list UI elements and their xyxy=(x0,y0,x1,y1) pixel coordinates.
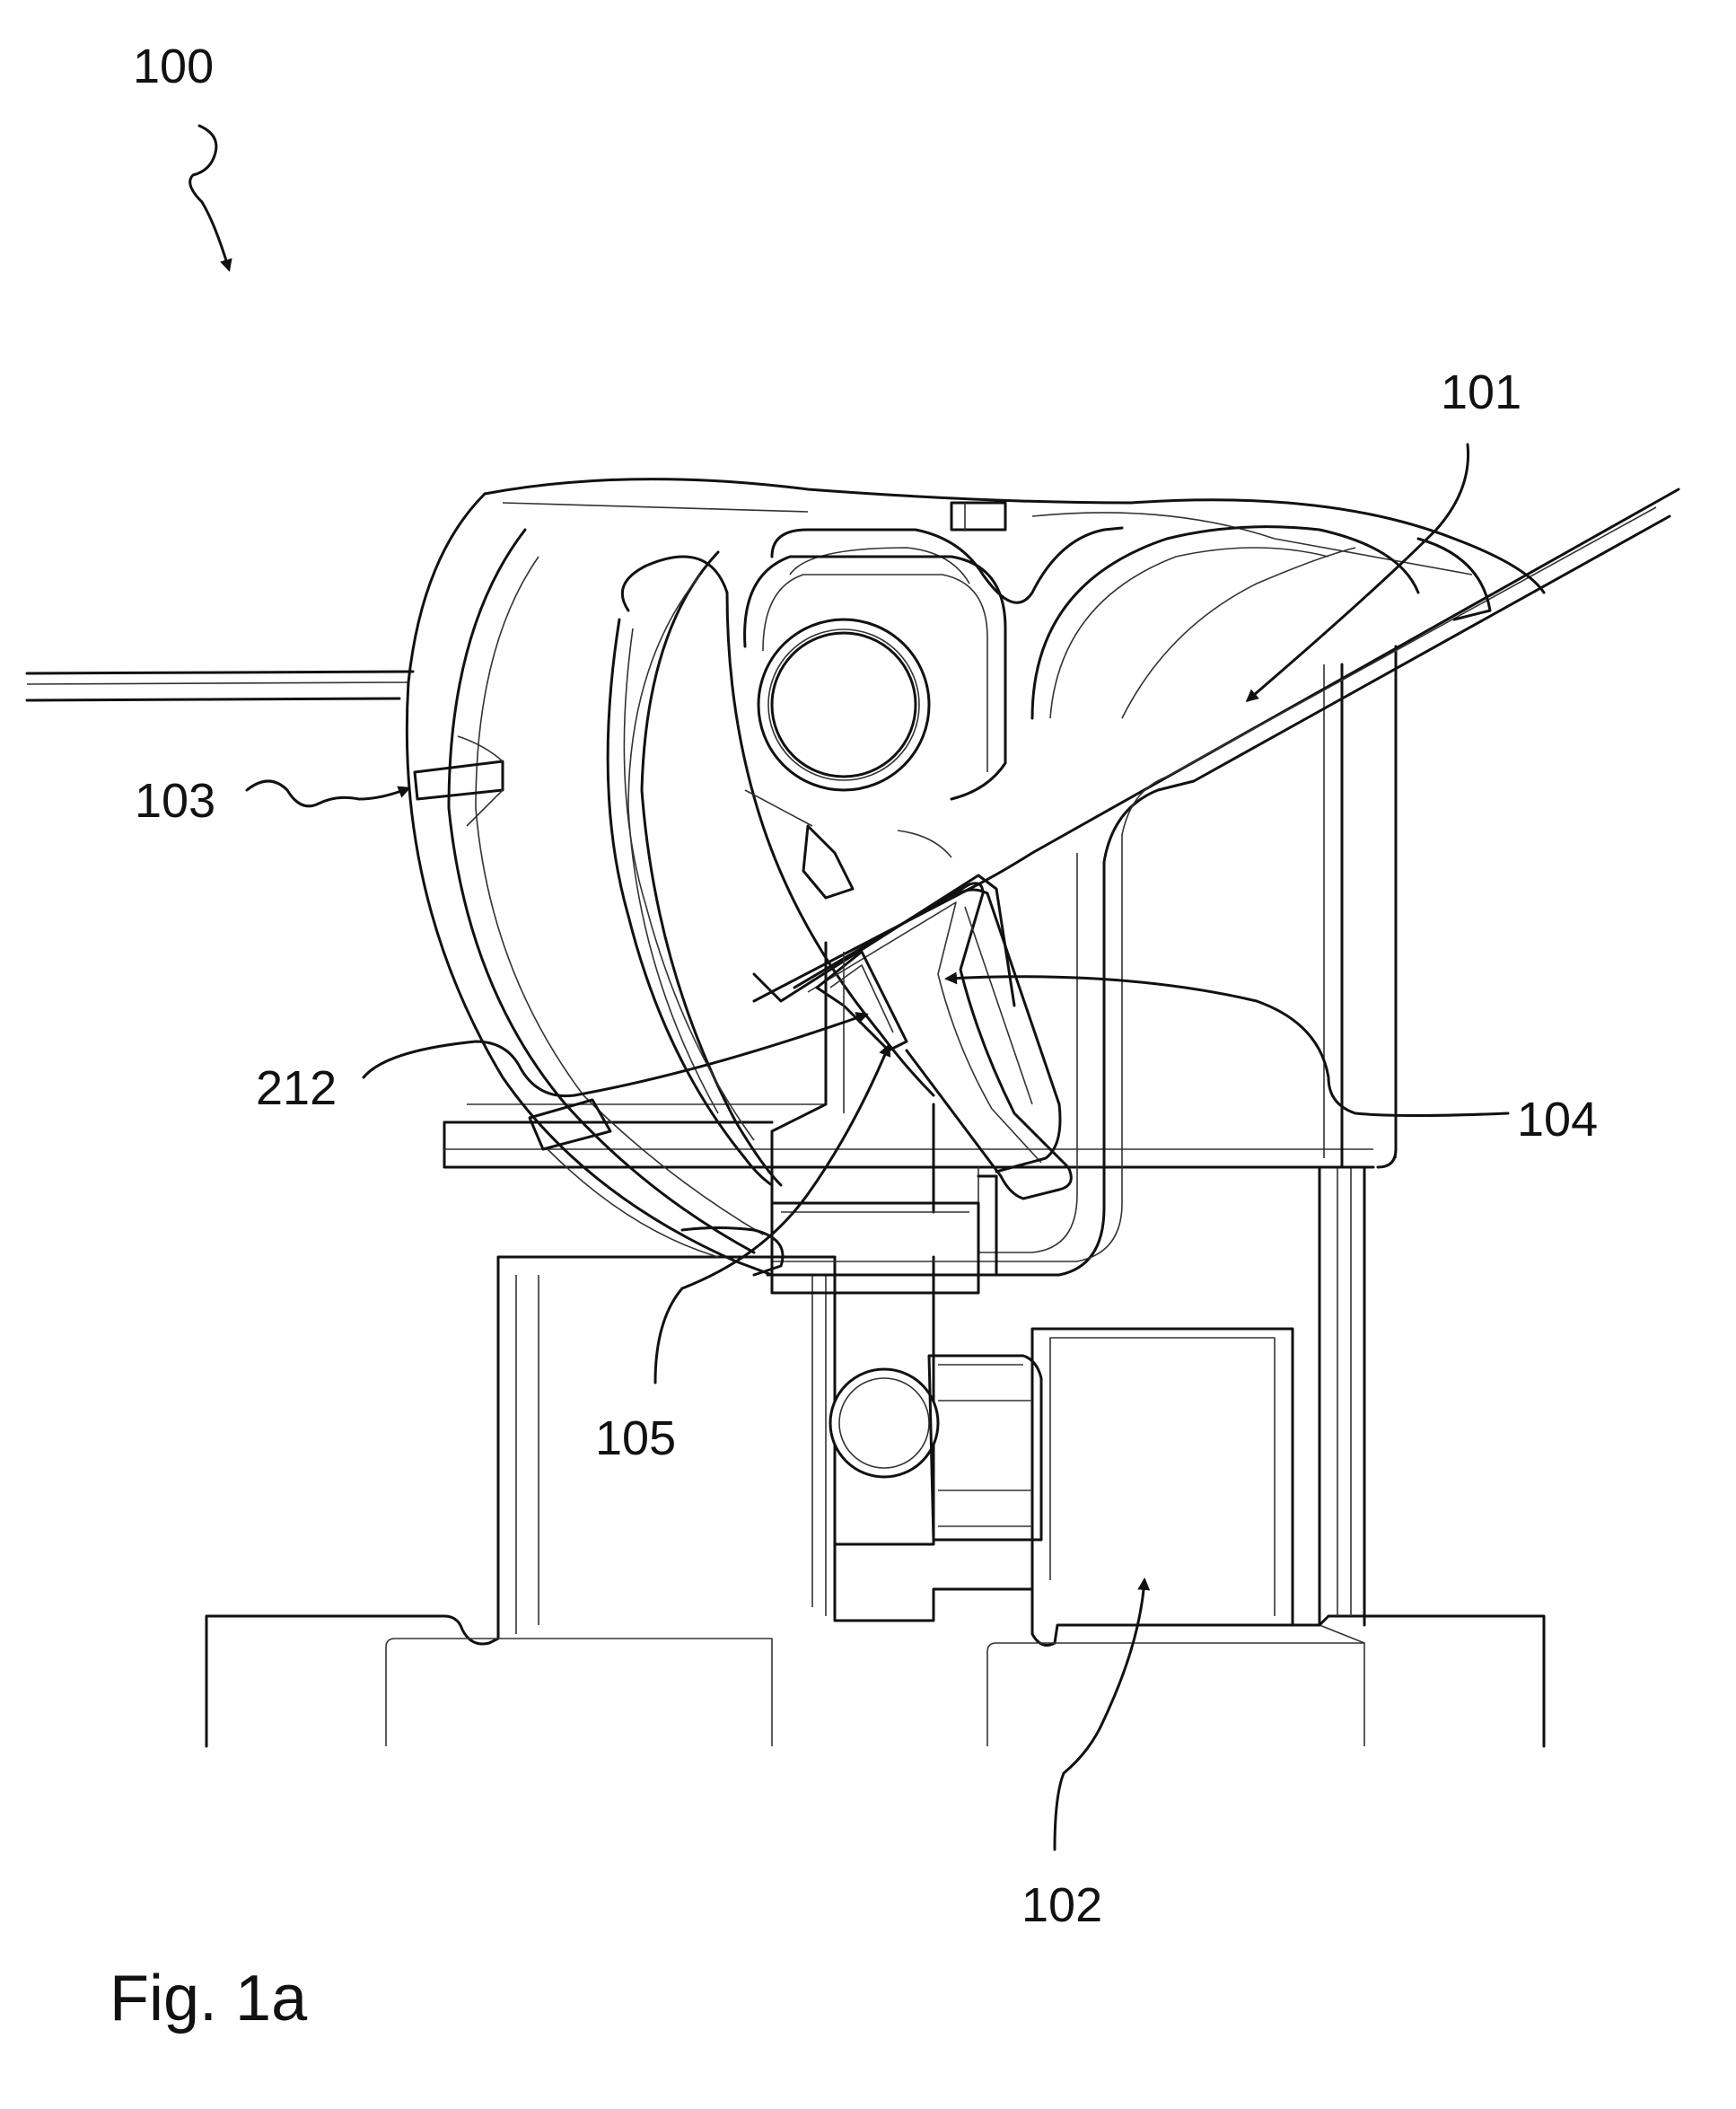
catch-105 xyxy=(770,941,998,1295)
left-rail xyxy=(25,670,415,702)
label-100: 100 xyxy=(133,40,214,93)
housing-101 xyxy=(443,478,1680,1277)
leader-101 xyxy=(1245,443,1470,702)
figure-caption: Fig. 1a xyxy=(110,1963,308,2034)
leader-lines xyxy=(189,124,1510,1851)
pivot-boss xyxy=(743,555,1007,801)
label-103: 103 xyxy=(135,774,215,828)
reference-labels: 100 101 103 212 104 105 102 Fig. 1a xyxy=(110,40,1598,2034)
leader-104 xyxy=(944,971,1510,1117)
label-212: 212 xyxy=(256,1061,337,1115)
label-104: 104 xyxy=(1517,1093,1598,1147)
leader-212 xyxy=(362,1012,869,1098)
label-102: 102 xyxy=(1021,1878,1102,1932)
latch-104 xyxy=(744,789,1073,1200)
label-101: 101 xyxy=(1441,365,1521,419)
leader-100 xyxy=(189,124,232,272)
center-column xyxy=(829,1255,1043,1546)
leader-105 xyxy=(653,1043,891,1384)
leader-103 xyxy=(245,779,411,808)
arc-guide-103 xyxy=(405,492,935,1277)
mechanism-drawing xyxy=(25,478,1680,1748)
leader-102 xyxy=(1053,1577,1151,1851)
label-105: 105 xyxy=(595,1411,676,1465)
